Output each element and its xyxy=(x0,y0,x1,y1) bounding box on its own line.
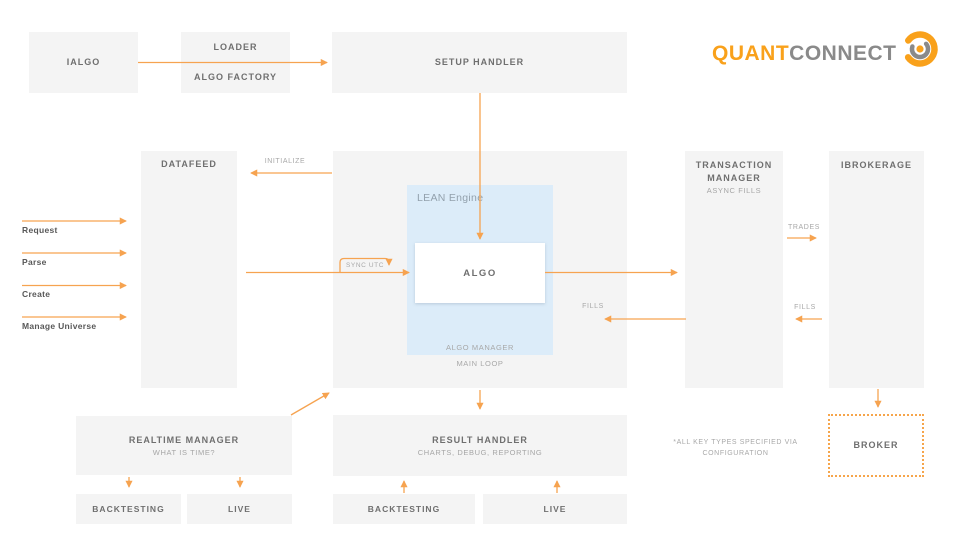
node-result-handler-label: RESULT HANDLER xyxy=(432,434,528,445)
node-broker: BROKER xyxy=(828,414,924,477)
edge-label-initialize: INITIALIZE xyxy=(264,158,306,165)
algo-manager-label: ALGO MANAGER xyxy=(445,343,515,352)
node-setup-handler: SETUP HANDLER xyxy=(332,32,627,93)
node-transaction-manager: TRANSACTION MANAGER ASYNC FILLS xyxy=(685,151,783,388)
quantconnect-logo: QUANTCONNECT xyxy=(712,31,939,82)
node-live-center: LIVE xyxy=(483,494,627,524)
node-lean-engine-label: LEAN Engine xyxy=(417,192,484,204)
node-live-left-label: LIVE xyxy=(228,503,251,514)
node-backtesting-left: BACKTESTING xyxy=(76,494,181,524)
node-live-center-label: LIVE xyxy=(543,503,567,514)
node-algo-label: ALGO xyxy=(463,267,497,279)
node-backtesting-left-label: BACKTESTING xyxy=(92,503,165,514)
input-label-parse: Parse xyxy=(22,257,47,267)
edge-label-fills-right: FILLS xyxy=(794,304,816,311)
node-realtime-manager-subtitle: WHAT IS TIME? xyxy=(152,447,216,457)
input-label-request: Request xyxy=(22,225,58,235)
logo-word-quant: QUANT xyxy=(712,42,790,65)
quantconnect-logo-text: QUANTCONNECT xyxy=(712,40,897,68)
edge-label-trades: TRADES xyxy=(788,224,820,231)
node-ibrokerage: IBROKERAGE xyxy=(829,151,924,388)
node-backtesting-center-label: BACKTESTING xyxy=(367,503,441,514)
node-live-left: LIVE xyxy=(187,494,292,524)
footnote-line1: *ALL KEY TYPES SPECIFIED VIA xyxy=(673,439,798,446)
node-realtime-manager-label: REALTIME MANAGER xyxy=(128,434,240,445)
node-result-handler: RESULT HANDLER CHARTS, DEBUG, REPORTING xyxy=(333,415,627,476)
node-result-handler-subtitle: CHARTS, DEBUG, REPORTING xyxy=(417,447,543,457)
arrow-realtime-manager-to-main-loop xyxy=(290,392,330,416)
footnote: *ALL KEY TYPES SPECIFIED VIA CONFIGURATI… xyxy=(663,437,808,459)
node-ibrokerage-label: IBROKERAGE xyxy=(840,160,912,170)
node-transaction-manager-subtitle: ASYNC FILLS xyxy=(706,186,762,195)
edge-label-fills-center: FILLS xyxy=(582,303,604,310)
quantconnect-swirl-icon xyxy=(901,31,938,67)
main-loop-label: MAIN LOOP xyxy=(456,359,504,368)
node-transaction-manager-line1: TRANSACTION xyxy=(695,160,773,170)
node-broker-label: BROKER xyxy=(853,440,899,450)
node-realtime-manager: REALTIME MANAGER WHAT IS TIME? xyxy=(76,416,292,475)
node-algo: ALGO xyxy=(415,243,545,303)
edge-label-sync-utc: SYNC UTC xyxy=(345,262,385,269)
node-ialgo: IALGO xyxy=(29,32,138,93)
input-label-manage-universe: Manage Universe xyxy=(22,321,97,331)
node-transaction-manager-line2: MANAGER xyxy=(707,173,761,183)
node-ialgo-label: IALGO xyxy=(66,57,101,67)
node-algo-factory-label: ALGO FACTORY xyxy=(193,72,277,82)
logo-word-connect: CONNECT xyxy=(789,42,897,65)
node-loader-label: LOADER xyxy=(213,42,258,52)
node-datafeed-label: DATAFEED xyxy=(161,159,217,169)
node-backtesting-center: BACKTESTING xyxy=(333,494,475,524)
node-datafeed: DATAFEED xyxy=(141,151,237,388)
node-loader-algo-factory: LOADER ALGO FACTORY xyxy=(181,32,290,93)
input-label-create: Create xyxy=(22,289,51,299)
node-setup-handler-label: SETUP HANDLER xyxy=(434,57,525,67)
footnote-line2: CONFIGURATION xyxy=(702,450,769,457)
